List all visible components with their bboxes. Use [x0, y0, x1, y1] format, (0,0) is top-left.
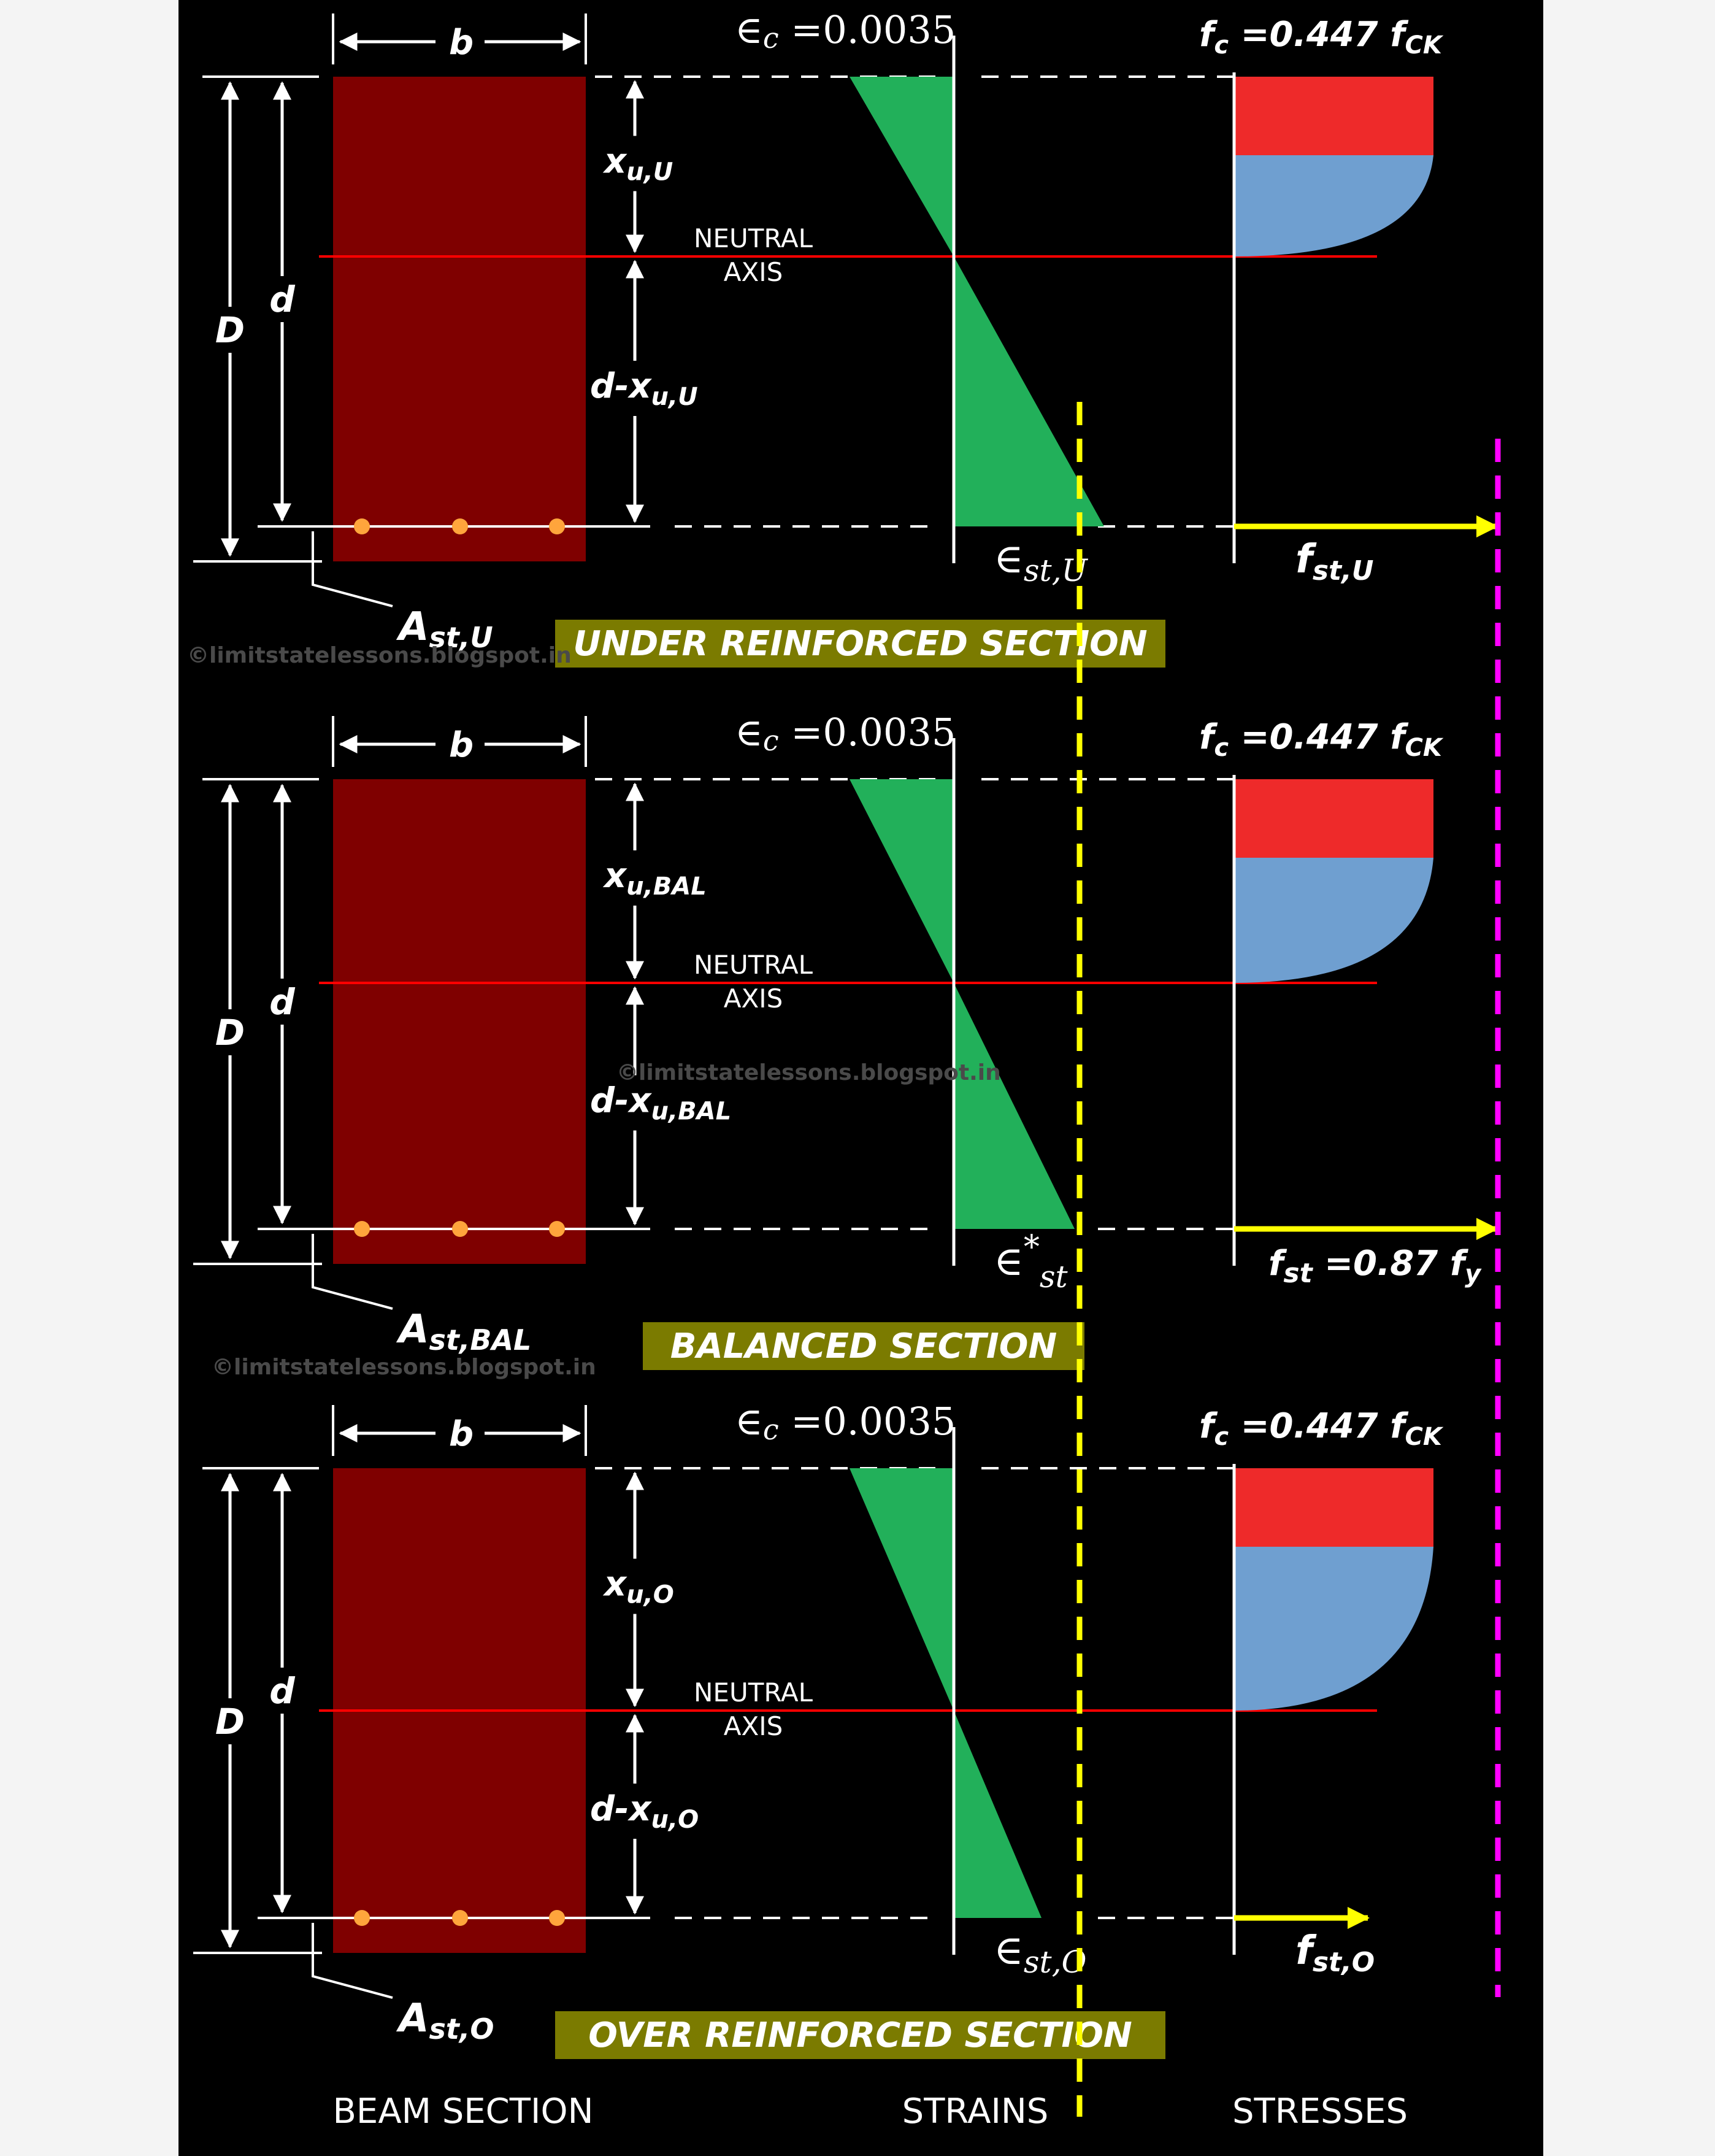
steel-bar-dot: [354, 1910, 370, 1926]
steel-stress-label: fst,O: [1295, 1928, 1375, 1978]
d-xu-label-mask: [586, 361, 733, 416]
section-title-box: [643, 1322, 1084, 1370]
steel-bar-dot: [549, 1910, 565, 1926]
section-title: BALANCED SECTION: [670, 1326, 1057, 1366]
d-xu-label: d-xu,U: [590, 366, 698, 411]
steel-bar-dot: [452, 518, 468, 534]
steel-bar-dot: [452, 1221, 468, 1237]
copyright-3: ©limitstatelessons.blogspot.in: [212, 1355, 596, 1380]
concrete-strain-label: ∈c =0.0035: [735, 1399, 956, 1446]
stress-parabolic-block: [1234, 1547, 1433, 1711]
d-label: d: [269, 1670, 295, 1712]
steel-stress-label: fst =0.87 fy: [1268, 1244, 1482, 1289]
concrete-stress-label: fc =0.447 fCK: [1199, 1406, 1444, 1451]
section-title-box: [555, 2011, 1165, 2059]
b-label: b: [449, 23, 474, 63]
d-label-mask: [265, 276, 301, 322]
steel-strain-label: ∈*st: [994, 1229, 1069, 1295]
steel-bar-dot: [354, 1221, 370, 1237]
concrete-stress-label: fc =0.447 fCK: [1199, 15, 1444, 60]
tension-strain-triangle: [954, 256, 1104, 526]
ast-leader: [312, 531, 393, 607]
neutral-axis-label-2: AXIS: [724, 1711, 783, 1741]
ast-leader: [312, 1234, 393, 1310]
ast-label: Ast,O: [396, 1996, 494, 2046]
d-xu-label-mask: [586, 1075, 733, 1131]
neutral-axis-label-2: AXIS: [724, 257, 783, 287]
footer-strains: STRAINS: [902, 2092, 1049, 2131]
footer-beam-section: BEAM SECTION: [333, 2092, 594, 2131]
D-label-mask: [212, 1698, 248, 1744]
xu-label: xu,U: [602, 142, 673, 187]
xu-label-mask: [598, 136, 702, 191]
steel-bar-dot: [452, 1910, 468, 1926]
footer-stresses: STRESSES: [1232, 2092, 1408, 2131]
ast-label: Ast,U: [396, 604, 493, 654]
steel-stress-label: fst,U: [1295, 537, 1374, 587]
xu-label-mask: [598, 850, 702, 906]
xu-label-mask: [598, 1558, 702, 1614]
copyright-1: ©limitstatelessons.blogspot.in: [187, 643, 572, 668]
stress-rectangle-block: [1234, 77, 1433, 155]
d-xu-label: d-xu,O: [590, 1789, 699, 1834]
ast-leader: [312, 1923, 393, 1999]
d-label: d: [269, 981, 295, 1023]
D-label: D: [215, 309, 245, 351]
D-label: D: [215, 1012, 245, 1053]
section-title: UNDER REINFORCED SECTION: [573, 624, 1147, 664]
b-label: b: [449, 1414, 474, 1454]
tension-strain-triangle: [954, 983, 1075, 1229]
d-label-mask: [265, 1668, 301, 1714]
stress-parabolic-block: [1234, 155, 1433, 256]
steel-strain-label: ∈st,O: [994, 1927, 1087, 1980]
tension-strain-triangle: [954, 1711, 1042, 1918]
steel-bar-dot: [549, 1221, 565, 1237]
stress-parabolic-block: [1234, 858, 1433, 983]
stress-rectangle-block: [1234, 779, 1433, 858]
compression-strain-triangle: [850, 1468, 954, 1711]
beam-section: [333, 77, 586, 561]
concrete-strain-label: ∈c =0.0035: [735, 710, 956, 757]
compression-strain-triangle: [850, 77, 954, 256]
neutral-axis-label-1: NEUTRAL: [694, 950, 813, 980]
d-xu-label-mask: [586, 1784, 733, 1839]
concrete-stress-label: fc =0.447 fCK: [1199, 717, 1444, 762]
beam-section: [333, 779, 586, 1264]
steel-bar-dot: [549, 518, 565, 534]
copyright-2: ©limitstatelessons.blogspot.in: [616, 1060, 1001, 1085]
neutral-axis-label-2: AXIS: [724, 984, 783, 1014]
section-title: OVER REINFORCED SECTION: [588, 2015, 1132, 2055]
neutral-axis-label-1: NEUTRAL: [694, 223, 813, 253]
d-xu-label: d-xu,BAL: [590, 1081, 731, 1126]
D-label: D: [215, 1701, 245, 1742]
section-title-box: [555, 620, 1165, 668]
steel-strain-label: ∈st,U: [994, 535, 1089, 588]
neutral-axis-label-1: NEUTRAL: [694, 1677, 813, 1707]
D-label-mask: [212, 307, 248, 353]
concrete-strain-label: ∈c =0.0035: [735, 7, 956, 55]
d-label: d: [269, 279, 295, 320]
ast-label: Ast,BAL: [396, 1307, 531, 1357]
stress-rectangle-block: [1234, 1468, 1433, 1547]
steel-bar-dot: [354, 518, 370, 534]
compression-strain-triangle: [850, 779, 954, 983]
xu-label: xu,BAL: [602, 856, 707, 901]
b-label: b: [449, 725, 474, 765]
d-label-mask: [265, 979, 301, 1025]
D-label-mask: [212, 1009, 248, 1055]
xu-label: xu,O: [602, 1565, 674, 1609]
